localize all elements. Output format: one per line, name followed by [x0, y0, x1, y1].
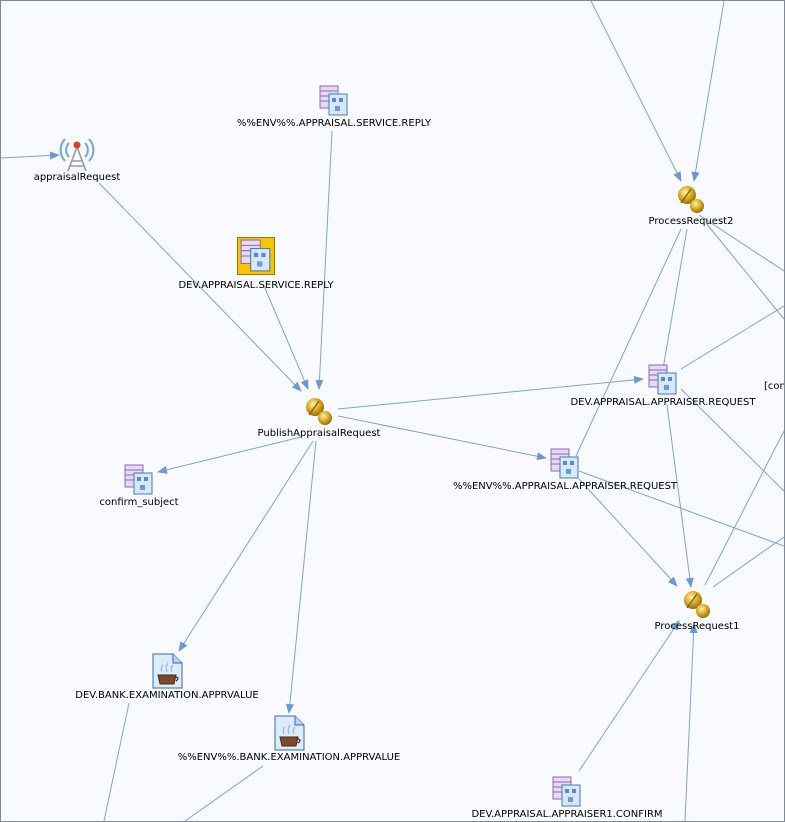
node-label: ProcessRequest2 [648, 216, 734, 227]
java-file-icon [274, 715, 305, 751]
edge-process2-to-right-b [705, 222, 784, 320]
java-file-icon [152, 653, 183, 689]
edge-dev-appraiser-to-right [680, 305, 784, 370]
node-appraisal-request[interactable]: appraisalRequest [27, 131, 127, 184]
edge-dev-bank-down [103, 702, 130, 821]
node-label: DEV.APPRAISAL.APPRAISER1.CONFIRM [471, 809, 663, 820]
edge-publish-to-env-appraiser [337, 415, 547, 461]
node-label: appraisalRequest [33, 172, 121, 183]
queue-icon [124, 464, 153, 495]
node-process-request1[interactable]: ProcessRequest1 [637, 588, 757, 633]
node-publish-appraisal-request[interactable]: PublishAppraisalRequest [249, 395, 389, 440]
edge-process2-to-dev-appraiser [662, 228, 688, 370]
edge-process2-to-right-a [698, 214, 784, 272]
edge-env-appraiser-to-process1 [578, 478, 678, 587]
node-label: PublishAppraisalRequest [257, 428, 381, 439]
edge-dev-reply-to-publish [263, 285, 309, 390]
edge-dev-appraiser-to-process1 [666, 404, 694, 588]
edge-process1-to-right-b [712, 536, 784, 588]
node-dev-bank-apprvalue[interactable]: DEV.BANK.EXAMINATION.APPRVALUE [59, 653, 275, 702]
selection-highlight [237, 237, 275, 275]
process-icon [678, 186, 704, 213]
clipped-node-label: [con [764, 381, 785, 392]
node-label: %%ENV%%.APPRAISAL.APPRAISER.REQUEST [452, 481, 678, 492]
node-label: %%ENV%%.APPRAISAL.SERVICE.REPLY [236, 118, 432, 129]
node-label: confirm_subject [99, 497, 179, 508]
edge-process2-to-env-appraiser [575, 228, 682, 457]
edge-bottom-to-process1 [684, 623, 698, 821]
edge-env-reply-to-publish [315, 130, 333, 390]
node-label: ProcessRequest1 [654, 621, 740, 632]
edge-env-bank-down [184, 765, 264, 821]
edge-top-to-process2-a [590, 1, 682, 182]
process-icon [306, 398, 332, 425]
edge-in-to-appraisal-request [1, 151, 60, 160]
antenna-icon [59, 138, 95, 171]
node-label: %%ENV%%.BANK.EXAMINATION.APPRVALUE [177, 752, 401, 763]
node-dev-appraiser-request[interactable]: DEV.APPRAISAL.APPRAISER.REQUEST [553, 364, 773, 409]
queue-icon [552, 776, 581, 807]
node-env-service-reply[interactable]: %%ENV%%.APPRAISAL.SERVICE.REPLY [234, 85, 434, 130]
edge-top-to-process2-b [691, 1, 725, 182]
edge-env-appraiser-to-right [578, 470, 784, 547]
node-label: DEV.APPRAISAL.APPRAISER.REQUEST [570, 397, 756, 408]
edge-confirm-to-process1 [578, 620, 680, 772]
edge-publish-to-confirm [157, 436, 302, 474]
edge-process1-to-right-a [704, 430, 784, 586]
node-dev-appraiser1-confirm[interactable]: DEV.APPRAISAL.APPRAISER1.CONFIRM [457, 776, 677, 821]
node-label: DEV.APPRAISAL.SERVICE.REPLY [178, 280, 334, 291]
process-icon [684, 591, 710, 618]
edge-dev-appraiser-to-right-lower [680, 388, 784, 492]
queue-icon [550, 448, 579, 479]
node-dev-service-reply[interactable]: DEV.APPRAISAL.SERVICE.REPLY [156, 237, 356, 292]
edge-publish-to-dev-appraiser [337, 375, 644, 410]
queue-icon [319, 85, 348, 116]
edge-publish-to-dev-bank [178, 440, 314, 652]
edge-appraisal-request-to-publish [98, 182, 302, 392]
node-confirm-subject[interactable]: confirm_subject [89, 464, 189, 509]
node-env-appraiser-request[interactable]: %%ENV%%.APPRAISAL.APPRAISER.REQUEST [445, 448, 685, 493]
queue-icon [240, 239, 271, 272]
node-label: DEV.BANK.EXAMINATION.APPRVALUE [75, 690, 259, 701]
edge-publish-to-env-bank [285, 440, 317, 714]
node-env-bank-apprvalue[interactable]: %%ENV%%.BANK.EXAMINATION.APPRVALUE [171, 715, 407, 764]
node-process-request2[interactable]: ProcessRequest2 [631, 183, 751, 228]
queue-icon [648, 364, 677, 395]
